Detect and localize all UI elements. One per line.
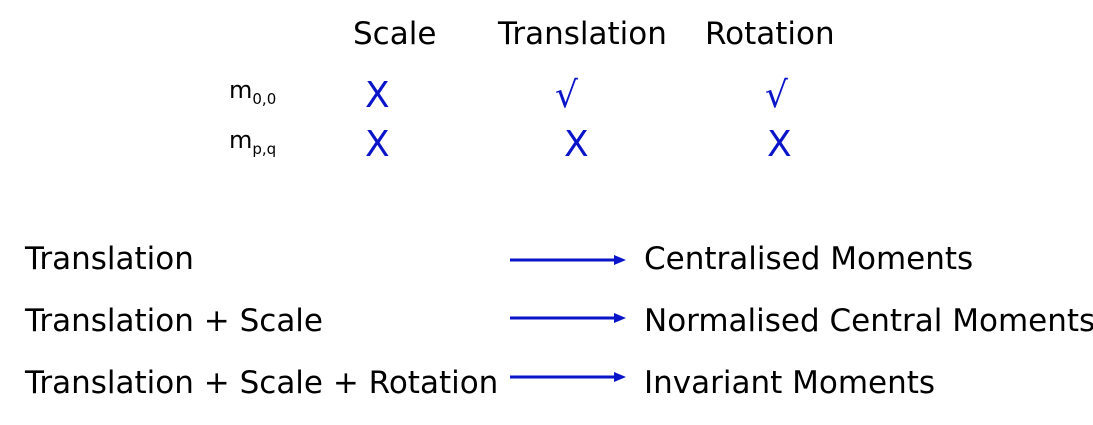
mapping-from-translation: Translation bbox=[25, 241, 194, 277]
mapping-to-centralised-moments: Centralised Moments bbox=[644, 241, 974, 277]
mapping-from-translation-scale: Translation + Scale bbox=[25, 303, 323, 339]
column-header-translation: Translation bbox=[498, 16, 667, 52]
row-label-subscript: p,q bbox=[252, 140, 277, 158]
column-header-scale: Scale bbox=[353, 16, 437, 52]
right-arrow-icon bbox=[510, 313, 626, 323]
mark-m00-scale: X bbox=[365, 75, 390, 116]
mark-mpq-scale: X bbox=[365, 124, 390, 165]
mark-m00-translation: √ bbox=[555, 75, 578, 116]
mark-mpq-rotation: X bbox=[767, 124, 792, 165]
row-label-m00: m0,0 bbox=[229, 76, 276, 107]
mapping-to-normalised-central-moments: Normalised Central Moments bbox=[644, 303, 1093, 339]
row-label-subscript: 0,0 bbox=[252, 90, 277, 108]
mapping-to-invariant-moments: Invariant Moments bbox=[644, 365, 936, 401]
right-arrow-icon bbox=[510, 255, 626, 265]
row-label-base: m bbox=[229, 76, 253, 104]
column-header-rotation: Rotation bbox=[705, 16, 835, 52]
mapping-from-translation-scale-rotation: Translation + Scale + Rotation bbox=[25, 365, 499, 401]
mark-m00-rotation: √ bbox=[765, 75, 788, 116]
row-label-base: m bbox=[229, 126, 253, 154]
right-arrow-icon bbox=[510, 372, 626, 382]
mark-mpq-translation: X bbox=[564, 124, 589, 165]
row-label-mpq: mp,q bbox=[229, 126, 276, 157]
